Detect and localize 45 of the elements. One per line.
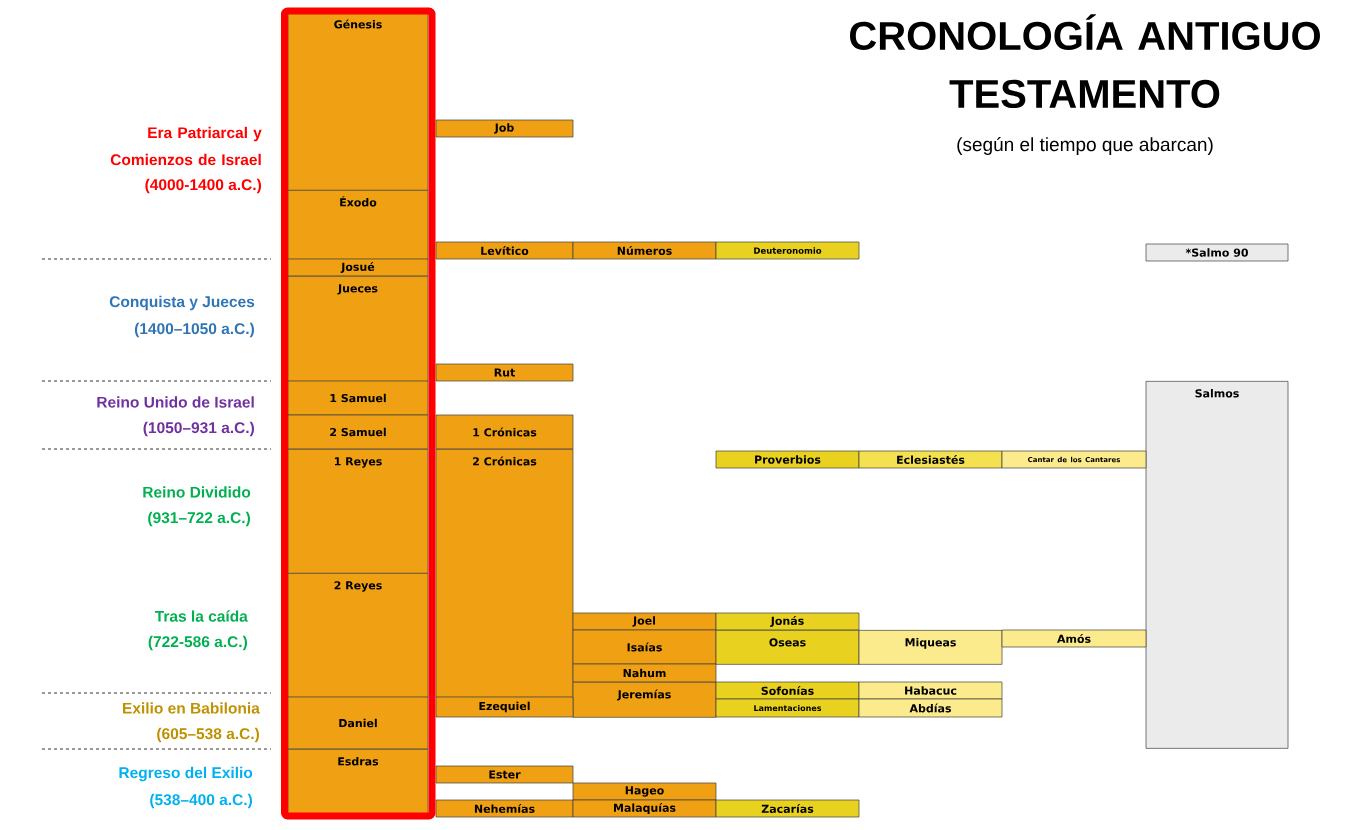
book-box: *Salmo 90 — [1145, 243, 1289, 262]
date-range: (722-586 a.C.) — [148, 635, 247, 651]
date-range: (605–538 a.C.) — [157, 727, 259, 743]
date-range: (4000-1400 a.C.) — [145, 178, 261, 194]
book-box: Zacarías — [715, 799, 860, 818]
era-label: Reino Unido de Israel — [97, 396, 254, 408]
book-box: Esdras — [287, 749, 429, 816]
book-box: Salmos — [1145, 381, 1289, 749]
era-label: Conquista y Jueces — [109, 295, 255, 311]
book-box: Jeremías — [572, 682, 717, 718]
date-range: (1050–931 a.C.) — [143, 421, 254, 437]
book-box: Isaías — [572, 629, 717, 665]
book-box: Nehemías — [435, 799, 574, 818]
date-range: (1400–1050 a.C.) — [134, 322, 254, 338]
book-box: Amós — [1001, 629, 1147, 648]
book-box: 1 Crónicas — [435, 414, 574, 450]
era-label: Exilio en Babilonia — [123, 702, 260, 714]
title: CRONOLOGÍA ANTIGUO TESTAMENTO — [850, 14, 1320, 109]
book-box: Josué — [287, 258, 429, 277]
book-box: Ezequiel — [435, 696, 574, 718]
book-box: 1 Samuel — [287, 380, 429, 416]
book-box: Malaquías — [572, 799, 717, 818]
book-box: Ester — [435, 765, 574, 784]
date-range: (931–722 a.C.) — [148, 511, 250, 527]
book-box: 2 Samuel — [287, 414, 429, 450]
book-box: Job — [435, 119, 574, 138]
book-box: Lamentaciones — [715, 698, 860, 718]
book-box: Nahum — [572, 663, 717, 683]
book-box: Rut — [435, 363, 574, 382]
book-box: Miqueas — [858, 630, 1003, 665]
book-box: Deuteronomio — [715, 241, 860, 260]
era-label: Regreso del Exilio — [119, 766, 253, 782]
book-box: Proverbios — [715, 450, 860, 469]
book-box: Eclesiastés — [858, 450, 1003, 469]
book-box: Jonás — [715, 612, 860, 631]
book-box: Abdías — [858, 698, 1003, 718]
subtitle: (según el tiempo que abarcan) — [957, 137, 1213, 155]
era-label: Tras la caída — [154, 610, 248, 622]
date-range: (538–400 a.C.) — [150, 793, 252, 809]
era-label: Era Patriarcal y Comienzos de Israel — [110, 126, 262, 166]
book-box: Oseas — [715, 630, 860, 665]
book-box: Daniel — [287, 696, 429, 750]
book-box: Números — [572, 241, 717, 260]
book-box: Levítico — [435, 241, 574, 260]
era-label: Reino Dividido — [143, 486, 251, 498]
